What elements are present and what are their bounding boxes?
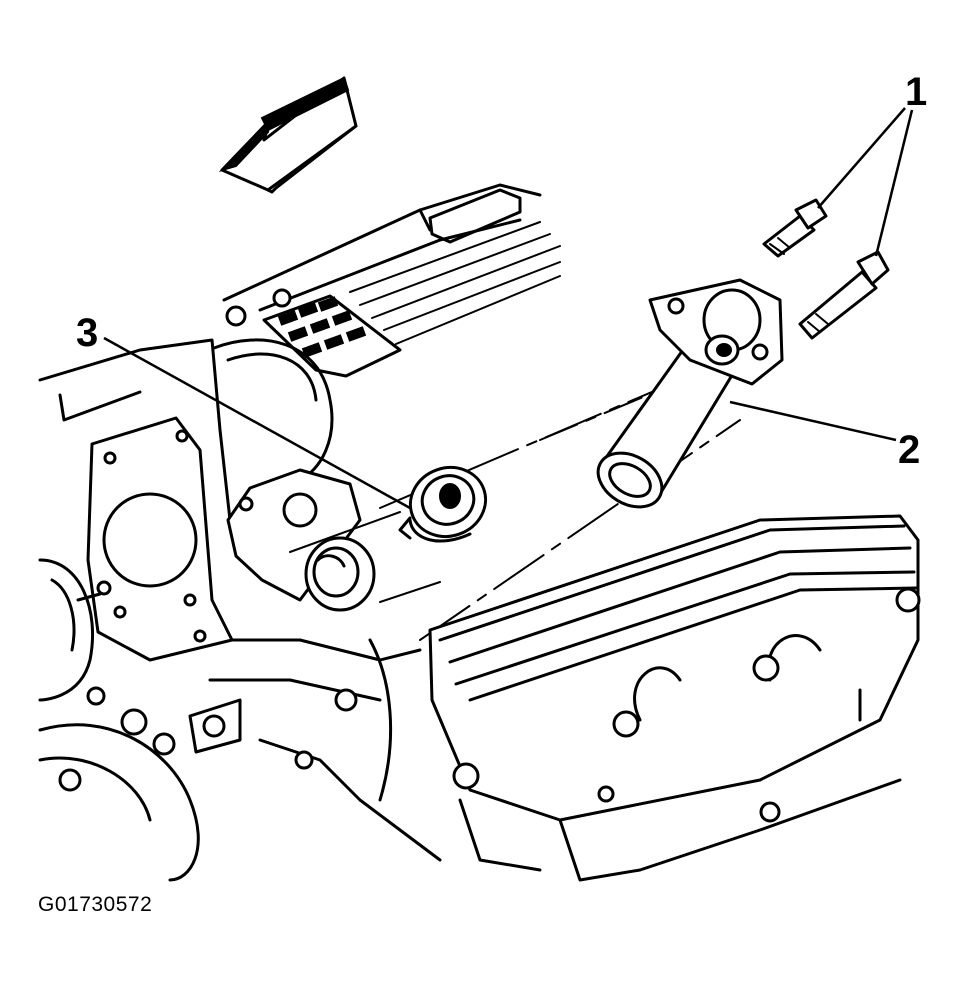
bolt-upper xyxy=(762,198,828,258)
thermostat-housing-seat xyxy=(208,468,441,702)
figure-id-label: G01730572 xyxy=(38,893,153,916)
bolt-lower xyxy=(798,250,890,340)
valve-cover xyxy=(428,514,921,882)
lower-engine-block xyxy=(188,638,442,862)
bolts xyxy=(762,198,890,340)
pulleys xyxy=(38,558,200,882)
timing-cover-plate xyxy=(86,416,234,662)
callout-3-label: 3 xyxy=(76,311,99,355)
sensor-grid xyxy=(277,296,367,358)
front-direction-arrow-icon xyxy=(218,76,358,194)
leader-lines xyxy=(103,107,914,510)
callout-1-label: 1 xyxy=(905,70,928,114)
water-outlet xyxy=(596,278,784,509)
thermostat xyxy=(398,466,488,543)
front-cover xyxy=(38,338,334,522)
callout-2-label: 2 xyxy=(898,428,921,472)
intake-manifold xyxy=(222,183,561,378)
